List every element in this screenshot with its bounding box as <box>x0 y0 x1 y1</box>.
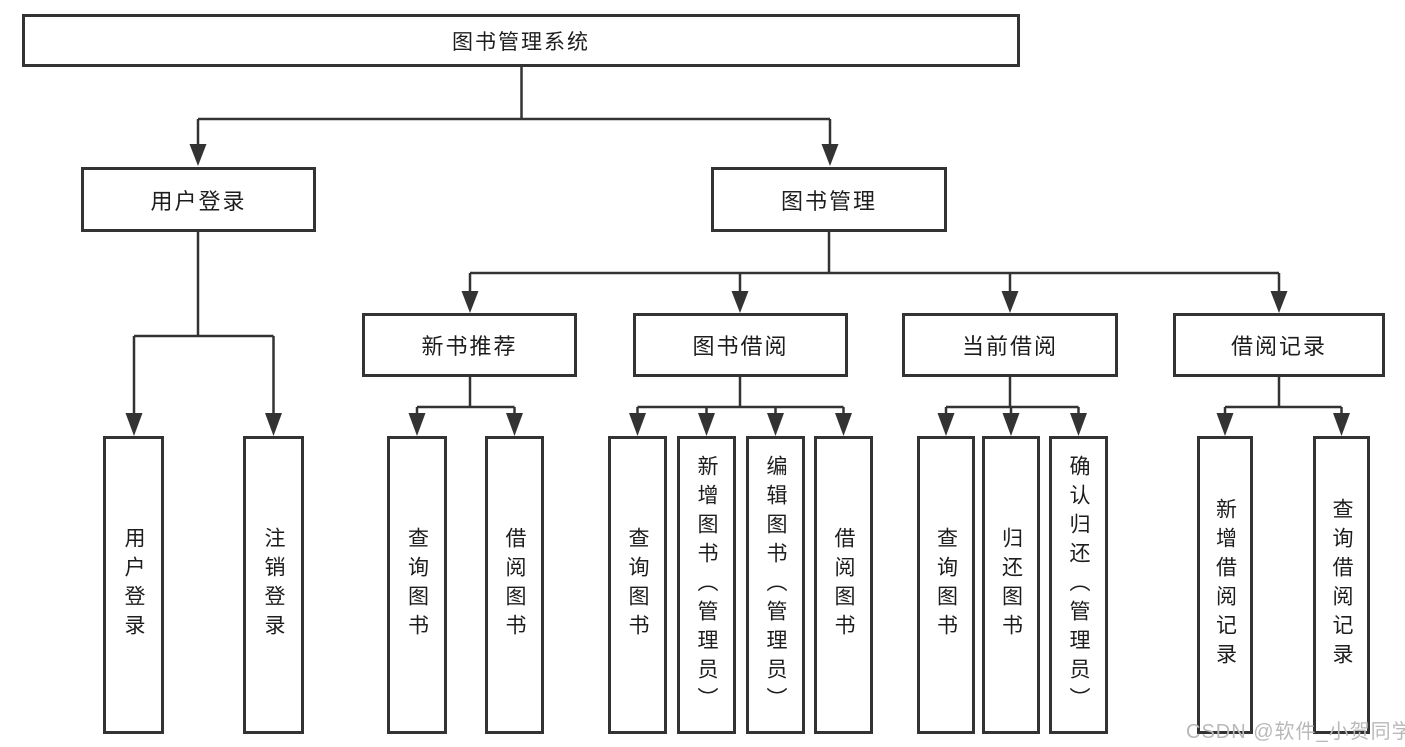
arrowhead <box>937 413 955 436</box>
arrowhead <box>408 413 426 436</box>
node-label: 用户登录 <box>150 188 247 214</box>
arrowhead <box>506 413 523 436</box>
node-book-borrowing: 图书借阅 <box>633 313 848 377</box>
leaf-label: 确认归还（管理员） <box>1067 454 1090 716</box>
leaf-label: 编辑图书（管理员） <box>764 454 787 716</box>
arrowhead <box>1333 413 1350 436</box>
node-library-management-system: 图书管理系统 <box>22 14 1020 67</box>
leaf-label: 查询图书 <box>934 527 958 643</box>
csdn-watermark: CSDN @软件_小贺同学 <box>1186 721 1405 743</box>
leaf-return-book: 归还图书 <box>982 436 1040 734</box>
node-label: 当前借阅 <box>961 334 1058 359</box>
arrowhead <box>731 291 749 313</box>
leaf-logout: 注销登录 <box>243 436 304 734</box>
leaf-query-borrow-record: 查询借阅记录 <box>1313 436 1370 734</box>
leaf-user-login: 用户登录 <box>103 436 164 734</box>
arrowhead <box>1001 291 1019 313</box>
leaf-query-books-recommendation: 查询图书 <box>387 436 447 734</box>
leaf-label: 新增借阅记录 <box>1213 498 1237 672</box>
node-borrowing-records: 借阅记录 <box>1173 313 1385 377</box>
leaf-edit-book-admin: 编辑图书（管理员） <box>746 436 805 734</box>
arrowhead <box>1270 291 1288 313</box>
arrowhead <box>835 413 852 436</box>
node-label: 图书管理系统 <box>452 30 590 54</box>
node-user-login: 用户登录 <box>81 167 316 232</box>
leaf-label: 新增图书（管理员） <box>695 454 718 716</box>
leaf-label: 用户登录 <box>122 527 145 643</box>
arrowhead <box>821 144 839 166</box>
leaf-label: 查询图书 <box>626 527 649 643</box>
leaf-add-borrow-record: 新增借阅记录 <box>1197 436 1253 734</box>
leaf-label: 查询借阅记录 <box>1330 498 1353 672</box>
node-label: 图书借阅 <box>692 334 789 359</box>
leaf-borrow-books-recommendation: 借阅图书 <box>485 436 544 734</box>
node-current-borrowing: 当前借阅 <box>902 313 1118 377</box>
arrowhead <box>1216 413 1234 436</box>
leaf-label: 借阅图书 <box>832 527 855 643</box>
arrowhead <box>1070 413 1087 436</box>
node-book-management: 图书管理 <box>711 167 947 232</box>
leaf-label: 借阅图书 <box>503 527 526 643</box>
node-label: 借阅记录 <box>1230 334 1327 359</box>
arrowhead <box>698 413 715 436</box>
arrowhead <box>629 413 646 436</box>
arrowhead <box>1002 413 1020 436</box>
leaf-label: 查询图书 <box>405 527 429 643</box>
leaf-add-book-admin: 新增图书（管理员） <box>677 436 736 734</box>
node-label: 图书管理 <box>780 188 877 214</box>
leaf-confirm-return-admin: 确认归还（管理员） <box>1049 436 1108 734</box>
leaf-query-books-current: 查询图书 <box>917 436 975 734</box>
leaf-query-books-borrowing: 查询图书 <box>608 436 667 734</box>
node-label: 新书推荐 <box>421 334 518 359</box>
leaf-label: 归还图书 <box>999 527 1023 643</box>
leaf-borrow-books-borrowing: 借阅图书 <box>814 436 873 734</box>
arrowhead <box>189 144 207 166</box>
arrowhead <box>461 291 479 313</box>
arrowhead <box>265 413 282 436</box>
node-new-book-recommendation: 新书推荐 <box>362 313 577 377</box>
leaf-label: 注销登录 <box>262 527 285 643</box>
arrowhead <box>125 413 143 436</box>
arrowhead <box>767 413 784 436</box>
